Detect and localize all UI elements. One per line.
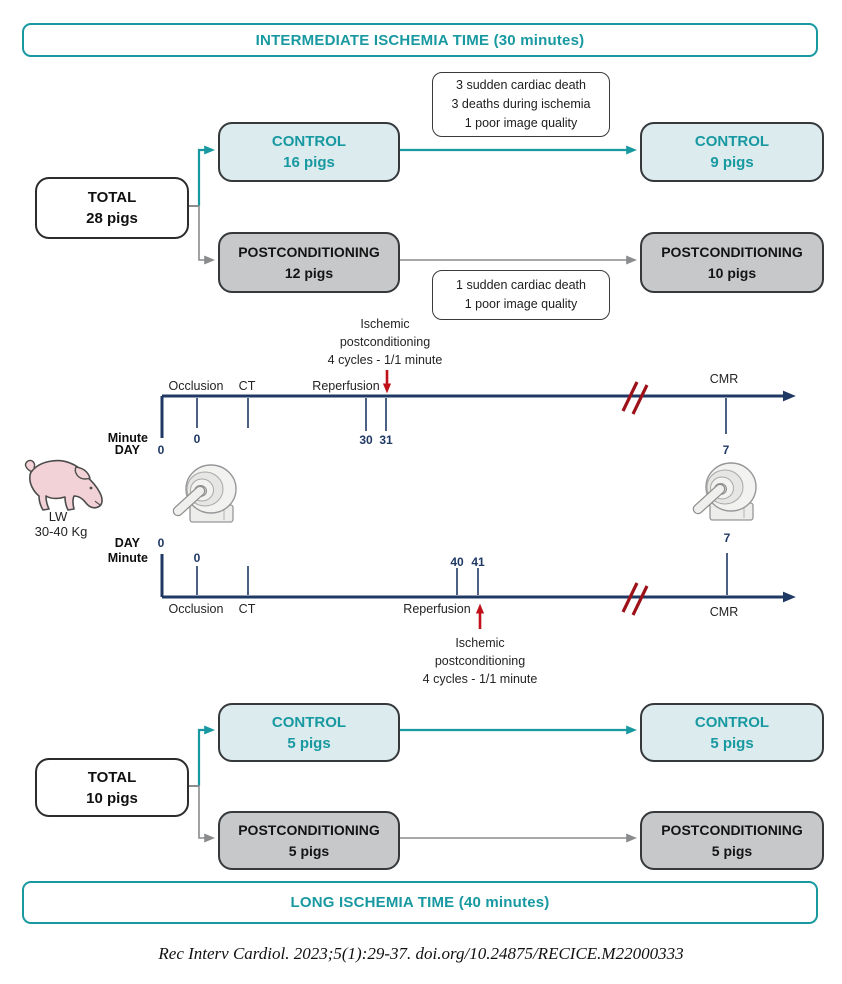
box-title: CONTROL (271, 133, 347, 150)
postconditioning-initial-box-top: POSTCONDITIONING 12 pigs (218, 232, 400, 293)
minute-reperfusion-value-bottom: 40 (450, 555, 464, 569)
banner-intermediate-label: INTERMEDIATE ISCHEMIA TIME (30 minutes) (255, 31, 585, 49)
axis-break-top (621, 381, 649, 415)
box-count: 5 pigs (710, 734, 754, 752)
total-box-top: TOTAL 28 pigs (35, 177, 189, 239)
axis-minute-label-top: Minute (107, 431, 148, 445)
ct-label-bottom: CT (238, 602, 256, 616)
axis-minute-label-bottom: Minute (107, 551, 148, 565)
postconditioning-losses-note-top: 1 sudden cardiac death 1 poor image qual… (432, 270, 610, 320)
pig-icon (24, 459, 103, 511)
ct-label-top: CT (238, 379, 256, 393)
cmr-label-bottom: CMR (709, 605, 739, 619)
box-count: 5 pigs (711, 842, 753, 859)
cmr-label-top: CMR (709, 372, 739, 386)
mri-scanner-icon (692, 462, 757, 521)
total-box-bottom: TOTAL 10 pigs (35, 758, 189, 817)
minute-occlusion-value-bottom: 0 (193, 551, 201, 565)
box-count: 10 pigs (86, 789, 138, 807)
axis-day-label-bottom: DAY (114, 536, 140, 550)
control-losses-note-top: 3 sudden cardiac death 3 deaths during i… (432, 72, 610, 137)
timeline-top-axis (160, 370, 796, 438)
box-count: 9 pigs (710, 154, 754, 171)
postconditioning-initial-box-bottom: POSTCONDITIONING 5 pigs (218, 811, 400, 870)
box-title: CONTROL (694, 713, 770, 731)
box-count: 12 pigs (284, 264, 334, 281)
minute-postconditioning-value-bottom: 41 (471, 555, 485, 569)
box-title: CONTROL (271, 713, 347, 731)
control-final-box-bottom: CONTROL 5 pigs (640, 703, 824, 762)
box-title: TOTAL (87, 768, 137, 786)
intervention-note-top: Ischemic postconditioning 4 cycles - 1/1… (327, 317, 443, 367)
box-count: 5 pigs (288, 842, 330, 859)
box-count: 16 pigs (283, 154, 335, 171)
box-title: POSTCONDITIONING (661, 243, 803, 260)
minute-reperfusion-value-top: 30 (359, 433, 373, 447)
day-cmr-value-top: 7 (722, 443, 730, 457)
box-title: POSTCONDITIONING (661, 821, 803, 838)
subject-weight-value: 30-40 Kg (34, 524, 88, 539)
banner-long-label: LONG ISCHEMIA TIME (40 minutes) (290, 894, 550, 911)
box-title: POSTCONDITIONING (238, 243, 380, 260)
axis-break-bottom (621, 582, 649, 616)
loss-line: 3 sudden cardiac death (456, 78, 586, 92)
reperfusion-label-top: Reperfusion (312, 379, 380, 393)
minute-occlusion-value-top: 0 (193, 432, 201, 446)
intervention-note-bottom: Ischemic postconditioning 4 cycles - 1/1… (422, 636, 538, 686)
box-title: TOTAL (87, 189, 137, 206)
control-final-box-top: CONTROL 9 pigs (640, 122, 824, 182)
loss-line: 1 poor image quality (464, 116, 578, 130)
flow-top-connectors (184, 145, 637, 265)
occlusion-label-bottom: Occlusion (168, 602, 224, 616)
loss-line: 3 deaths during ischemia (451, 97, 591, 111)
banner-intermediate-ischemia: INTERMEDIATE ISCHEMIA TIME (30 minutes) (22, 23, 818, 57)
citation: Rec Interv Cardiol. 2023;5(1):29-37. doi… (158, 944, 684, 963)
loss-line: 1 sudden cardiac death (456, 278, 586, 292)
axis-day-label-top: DAY (114, 443, 140, 457)
box-count: 28 pigs (86, 210, 138, 227)
control-initial-box-bottom: CONTROL 5 pigs (218, 703, 400, 762)
reperfusion-label-bottom: Reperfusion (403, 602, 471, 616)
subject-weight-label: LW (48, 509, 68, 524)
control-initial-box-top: CONTROL 16 pigs (218, 122, 400, 182)
flow-bottom-connectors (184, 725, 637, 843)
day-cmr-value-bottom: 7 (723, 531, 731, 545)
occlusion-label-top: Occlusion (168, 379, 224, 393)
loss-line: 1 poor image quality (464, 297, 578, 311)
postconditioning-final-box-bottom: POSTCONDITIONING 5 pigs (640, 811, 824, 870)
day-start-value-bottom: 0 (157, 536, 165, 550)
timeline-bottom-axis (160, 553, 796, 629)
banner-long-ischemia: LONG ISCHEMIA TIME (40 minutes) (22, 881, 818, 924)
mri-scanner-icon (172, 464, 237, 523)
postconditioning-final-box-top: POSTCONDITIONING 10 pigs (640, 232, 824, 293)
day-start-value-top: 0 (157, 443, 165, 457)
minute-postconditioning-value-top: 31 (379, 433, 393, 447)
box-title: POSTCONDITIONING (238, 821, 380, 838)
box-title: CONTROL (694, 133, 770, 150)
box-count: 10 pigs (707, 264, 757, 281)
box-count: 5 pigs (287, 734, 331, 752)
